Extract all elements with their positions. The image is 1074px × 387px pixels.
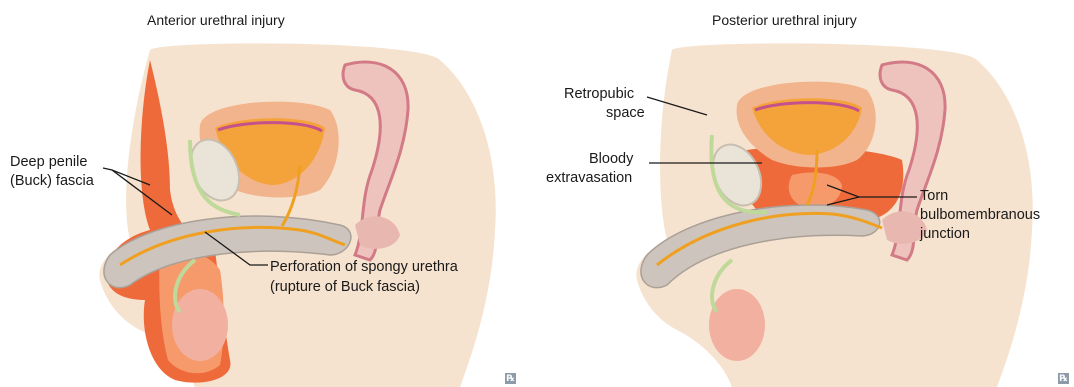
anterior-injury-panel: Anterior urethral injury Deep penile (Bu… xyxy=(0,0,537,387)
anterior-anatomy-illustration xyxy=(0,0,537,387)
bloody-label-line2: extravasation xyxy=(546,169,632,188)
testis xyxy=(172,289,228,361)
deep-fascia-label-line1: Deep penile xyxy=(10,153,87,172)
perforation-label-line2: (rupture of Buck fascia) xyxy=(270,278,420,297)
rx-logo-icon: ℞ xyxy=(505,373,516,384)
torn-label-line3: junction xyxy=(920,225,970,244)
rx-logo-icon: ℞ xyxy=(1058,373,1069,384)
posterior-injury-panel: Posterior urethral injury Retropubic spa… xyxy=(537,0,1074,387)
panel-title: Posterior urethral injury xyxy=(712,12,857,28)
torn-label-line2: bulbomembranous xyxy=(920,206,1040,225)
perforation-label-line1: Perforation of spongy urethra xyxy=(270,258,458,277)
retropubic-label-line1: Retropubic xyxy=(564,85,634,104)
torn-label-line1: Torn xyxy=(920,187,948,206)
posterior-anatomy-illustration xyxy=(537,0,1074,387)
bloody-label-line1: Bloody xyxy=(589,150,633,169)
panel-title: Anterior urethral injury xyxy=(147,12,285,28)
deep-fascia-label-line2: (Buck) fascia xyxy=(10,172,94,191)
retropubic-label-line2: space xyxy=(606,104,645,123)
testis xyxy=(709,289,765,361)
